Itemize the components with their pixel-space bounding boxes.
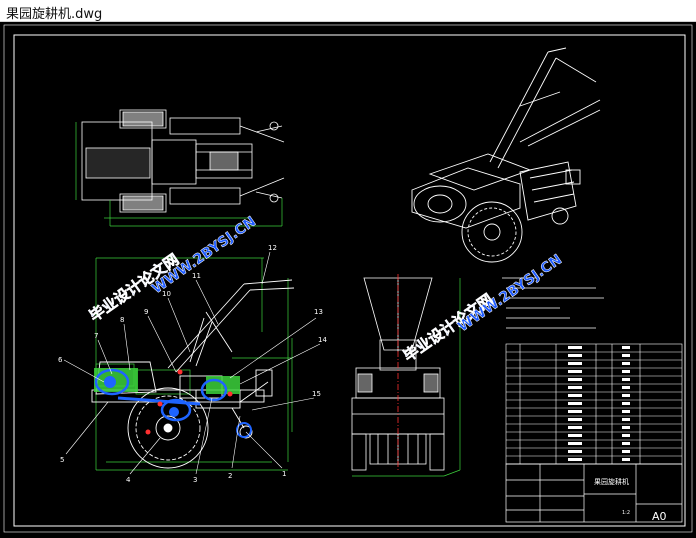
- callout-14: 14: [318, 336, 327, 344]
- drawing-border: [13, 34, 686, 527]
- drawing-canvas[interactable]: 1 2 3 4 5 6 7 8 9 10 11 12 13 14 15: [0, 22, 696, 534]
- parts-list-cell-mark: [568, 442, 582, 445]
- parts-list-cell-mark: [622, 418, 630, 421]
- parts-list-cell-mark: [568, 378, 582, 381]
- parts-list-cell-mark: [568, 402, 582, 405]
- window-title: 果园旋耕机.dwg: [6, 7, 103, 22]
- parts-list-cell-mark: [622, 346, 630, 349]
- parts-list-cell-mark: [622, 450, 630, 453]
- parts-list-cell-mark: [622, 458, 630, 461]
- parts-list: [505, 343, 683, 465]
- side-view: [91, 257, 295, 471]
- watermark-4-url: WWW.2BYSJ.CN: [455, 252, 565, 336]
- parts-list-cell-mark: [622, 378, 630, 381]
- callout-8: 8: [120, 316, 124, 324]
- parts-list-cell-mark: [568, 386, 582, 389]
- watermark-3-cn: 毕业设计论文网: [400, 290, 496, 365]
- watermark-4: WWW.2BYSJ.CN: [455, 251, 565, 336]
- parts-list-cell-mark: [568, 346, 582, 349]
- parts-list-cell-mark: [568, 450, 582, 453]
- callout-6: 6: [58, 356, 63, 364]
- parts-list-cell-mark: [568, 370, 582, 373]
- parts-list-cell-mark: [622, 410, 630, 413]
- parts-list-cell-mark: [568, 426, 582, 429]
- title-block-scale: 1:2: [622, 510, 630, 516]
- callout-7: 7: [94, 332, 98, 340]
- callout-11: 11: [192, 272, 201, 280]
- parts-list-cell-mark: [622, 386, 630, 389]
- callout-15: 15: [312, 390, 321, 398]
- parts-list-cell-mark: [622, 362, 630, 365]
- parts-list-cell-mark: [622, 370, 630, 373]
- parts-list-cell-mark: [622, 434, 630, 437]
- parts-list-cell-mark: [568, 434, 582, 437]
- title-block-sheet-size: A0: [652, 510, 667, 523]
- watermark-3: 毕业设计论文网: [400, 290, 497, 365]
- callout-5: 5: [60, 456, 64, 464]
- parts-list-cell-mark: [568, 354, 582, 357]
- side-view-color-parts: [94, 368, 252, 438]
- parts-list-cell-mark: [622, 426, 630, 429]
- parts-list-cell-mark: [568, 394, 582, 397]
- parts-list-cell-mark: [622, 394, 630, 397]
- cad-drawing: 1 2 3 4 5 6 7 8 9 10 11 12 13 14 15: [3, 24, 693, 533]
- top-view: [81, 109, 285, 213]
- callout-labels: 1 2 3 4 5 6 7 8 9 10 11 12 13 14 15: [58, 244, 327, 484]
- parts-list-text-placeholders: [568, 346, 630, 461]
- technical-notes: [502, 277, 604, 329]
- callout-1: 1: [282, 470, 286, 478]
- parts-list-cell-mark: [568, 362, 582, 365]
- top-view-dimensions: [75, 122, 283, 227]
- parts-list-cell-mark: [622, 354, 630, 357]
- callout-4: 4: [126, 476, 131, 484]
- callout-13: 13: [314, 308, 323, 316]
- callout-9: 9: [144, 308, 148, 316]
- parts-list-cell-mark: [622, 402, 630, 405]
- parts-list-cell-mark: [568, 418, 582, 421]
- front-view-dimensions: [352, 278, 461, 477]
- callout-2: 2: [228, 472, 232, 480]
- callout-3: 3: [193, 476, 197, 484]
- parts-list-cell-mark: [568, 410, 582, 413]
- parts-list-cell-mark: [622, 442, 630, 445]
- title-block-drawing-name: 果园旋耕机: [594, 477, 629, 486]
- title-bar: 果园旋耕机.dwg: [0, 0, 696, 22]
- outer-border: [3, 24, 693, 533]
- isometric-view: [411, 47, 601, 263]
- callout-leaders: [63, 251, 321, 475]
- title-block: [505, 463, 683, 523]
- callout-10: 10: [162, 290, 171, 298]
- parts-list-cell-mark: [568, 458, 582, 461]
- callout-12: 12: [268, 244, 277, 252]
